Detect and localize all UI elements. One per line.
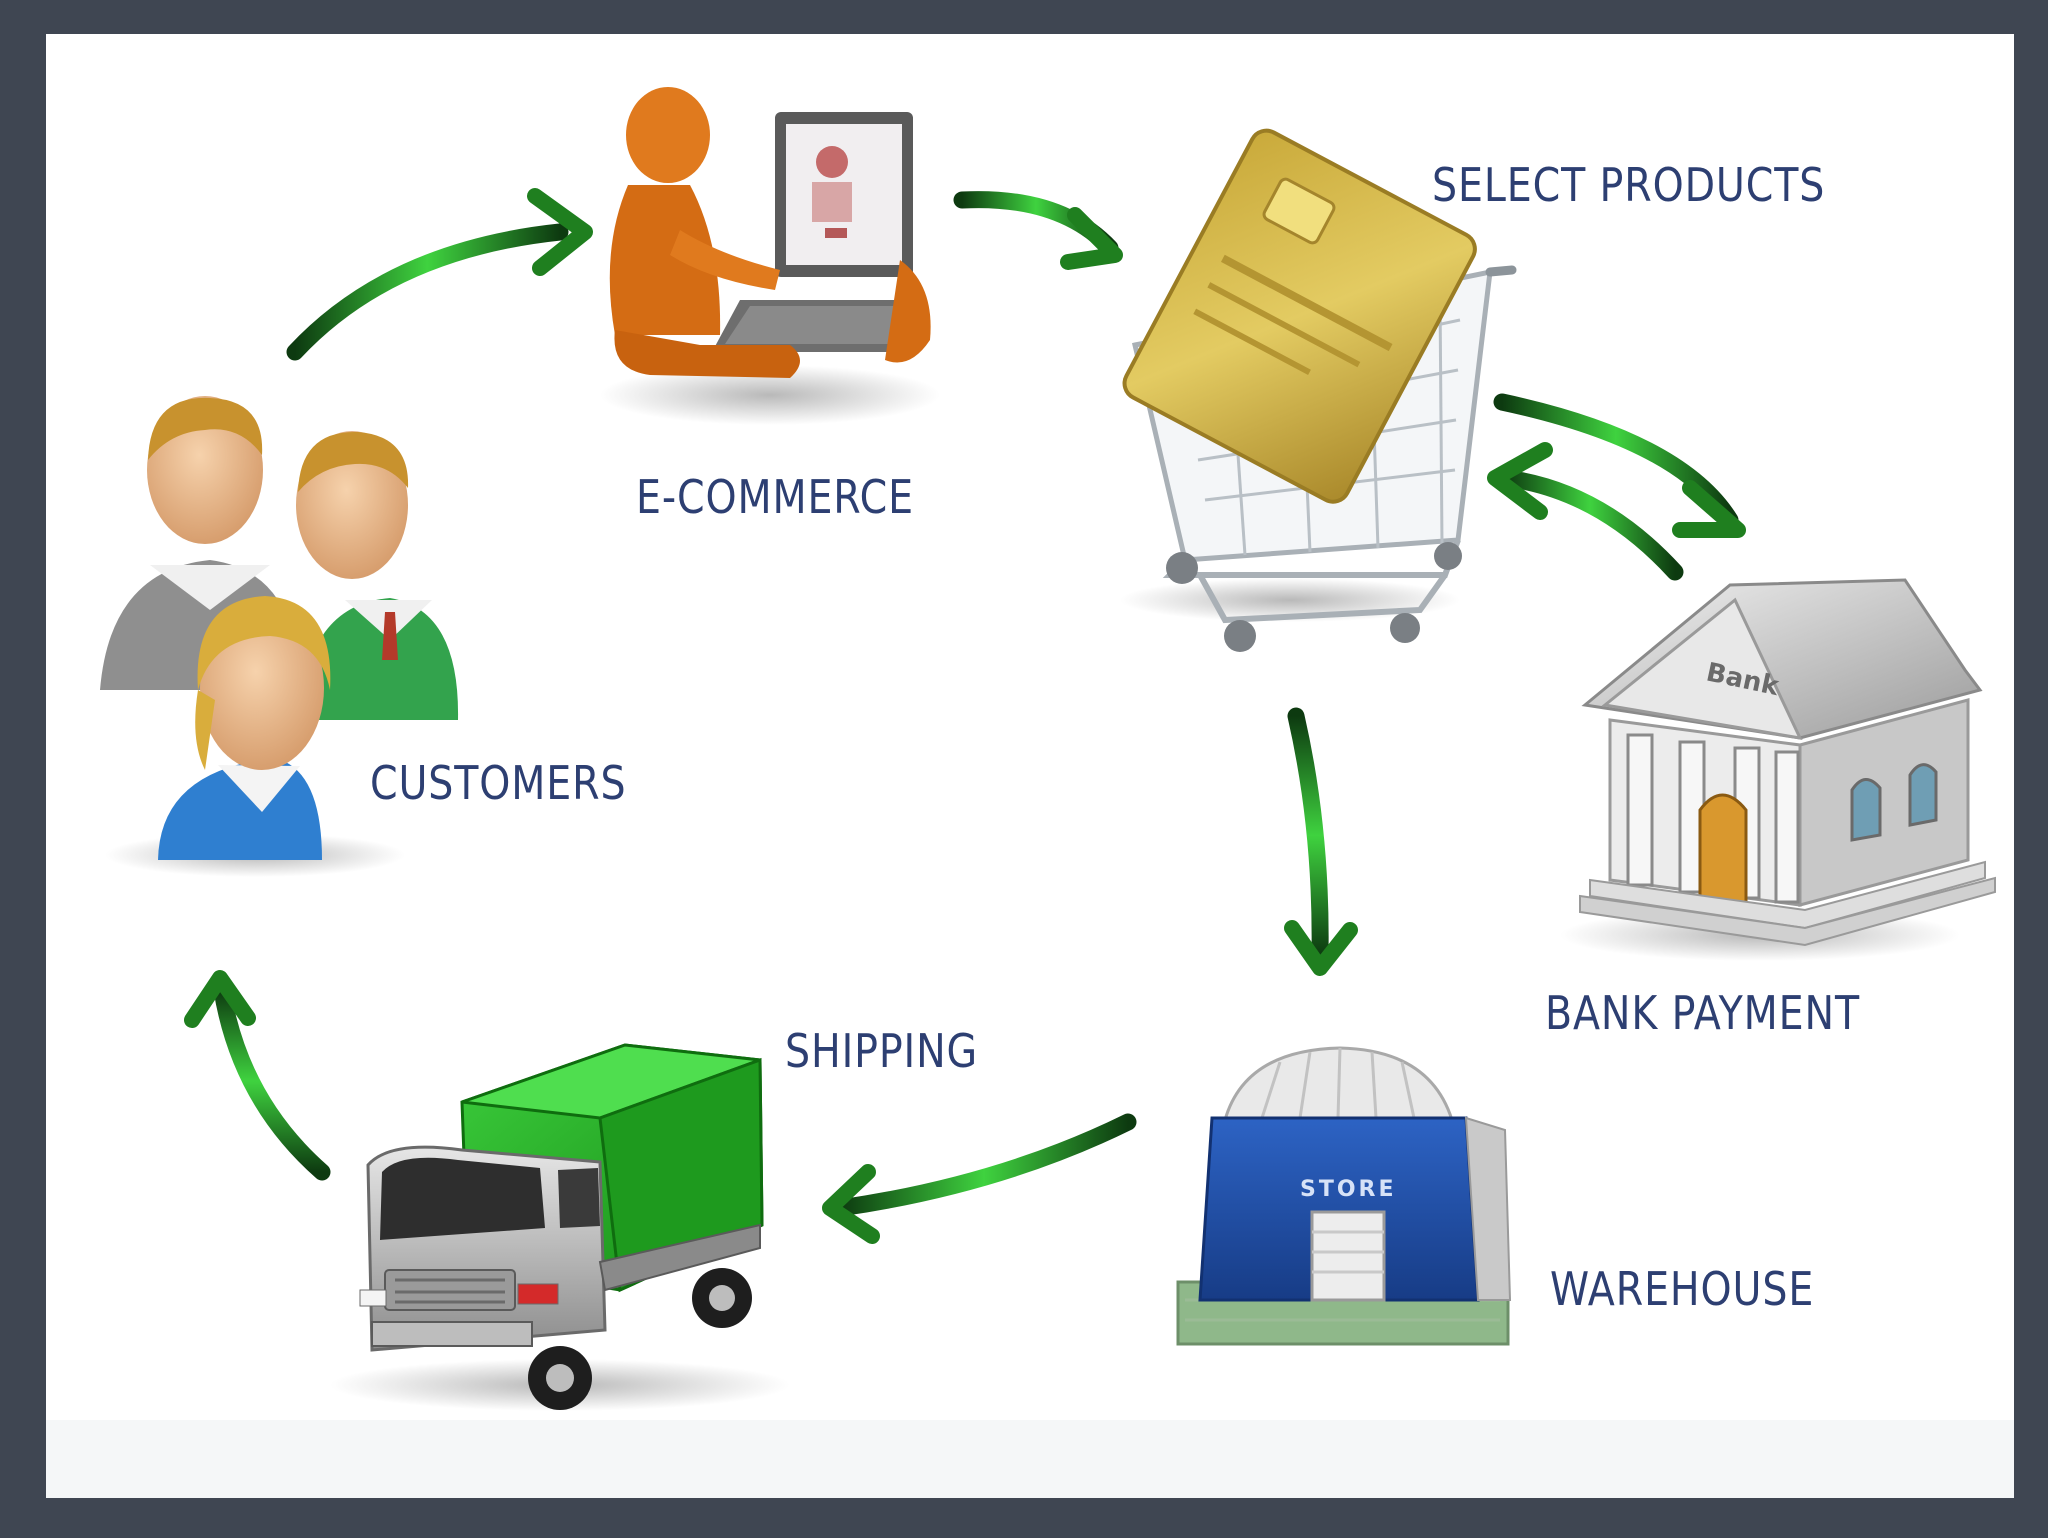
arrow-customers-to-ecommerce — [286, 188, 593, 361]
shopping-cart-card-icon — [1120, 128, 1517, 652]
customers-group-icon — [100, 396, 459, 877]
arrow-shipping-to-customers — [184, 970, 331, 1181]
delivery-truck-icon — [330, 1043, 790, 1411]
label-warehouse: WAREHOUSE — [1550, 1262, 1815, 1316]
arrow-cart-to-bank — [1493, 393, 1746, 538]
canvas-bottom-band — [46, 1420, 2014, 1498]
arrow-warehouse-to-shipping — [822, 1113, 1137, 1244]
arrow-cart-to-warehouse — [1284, 707, 1358, 976]
arrow-ecommerce-to-cart — [953, 191, 1123, 270]
label-select-products: SELECT PRODUCTS — [1432, 158, 1826, 212]
arrow-bank-to-cart — [1487, 442, 1684, 581]
label-customers: CUSTOMERS — [370, 756, 627, 810]
label-shipping: SHIPPING — [785, 1024, 979, 1078]
label-ecommerce: E-COMMERCE — [636, 470, 915, 524]
store-sign: STORE — [1300, 1177, 1397, 1202]
bank-building-icon: Bank — [1560, 578, 1996, 961]
warehouse-store-icon: STORE — [1176, 1046, 1512, 1346]
laptop-user-icon — [600, 87, 940, 425]
label-bank-payment: BANK PAYMENT — [1545, 986, 1861, 1040]
